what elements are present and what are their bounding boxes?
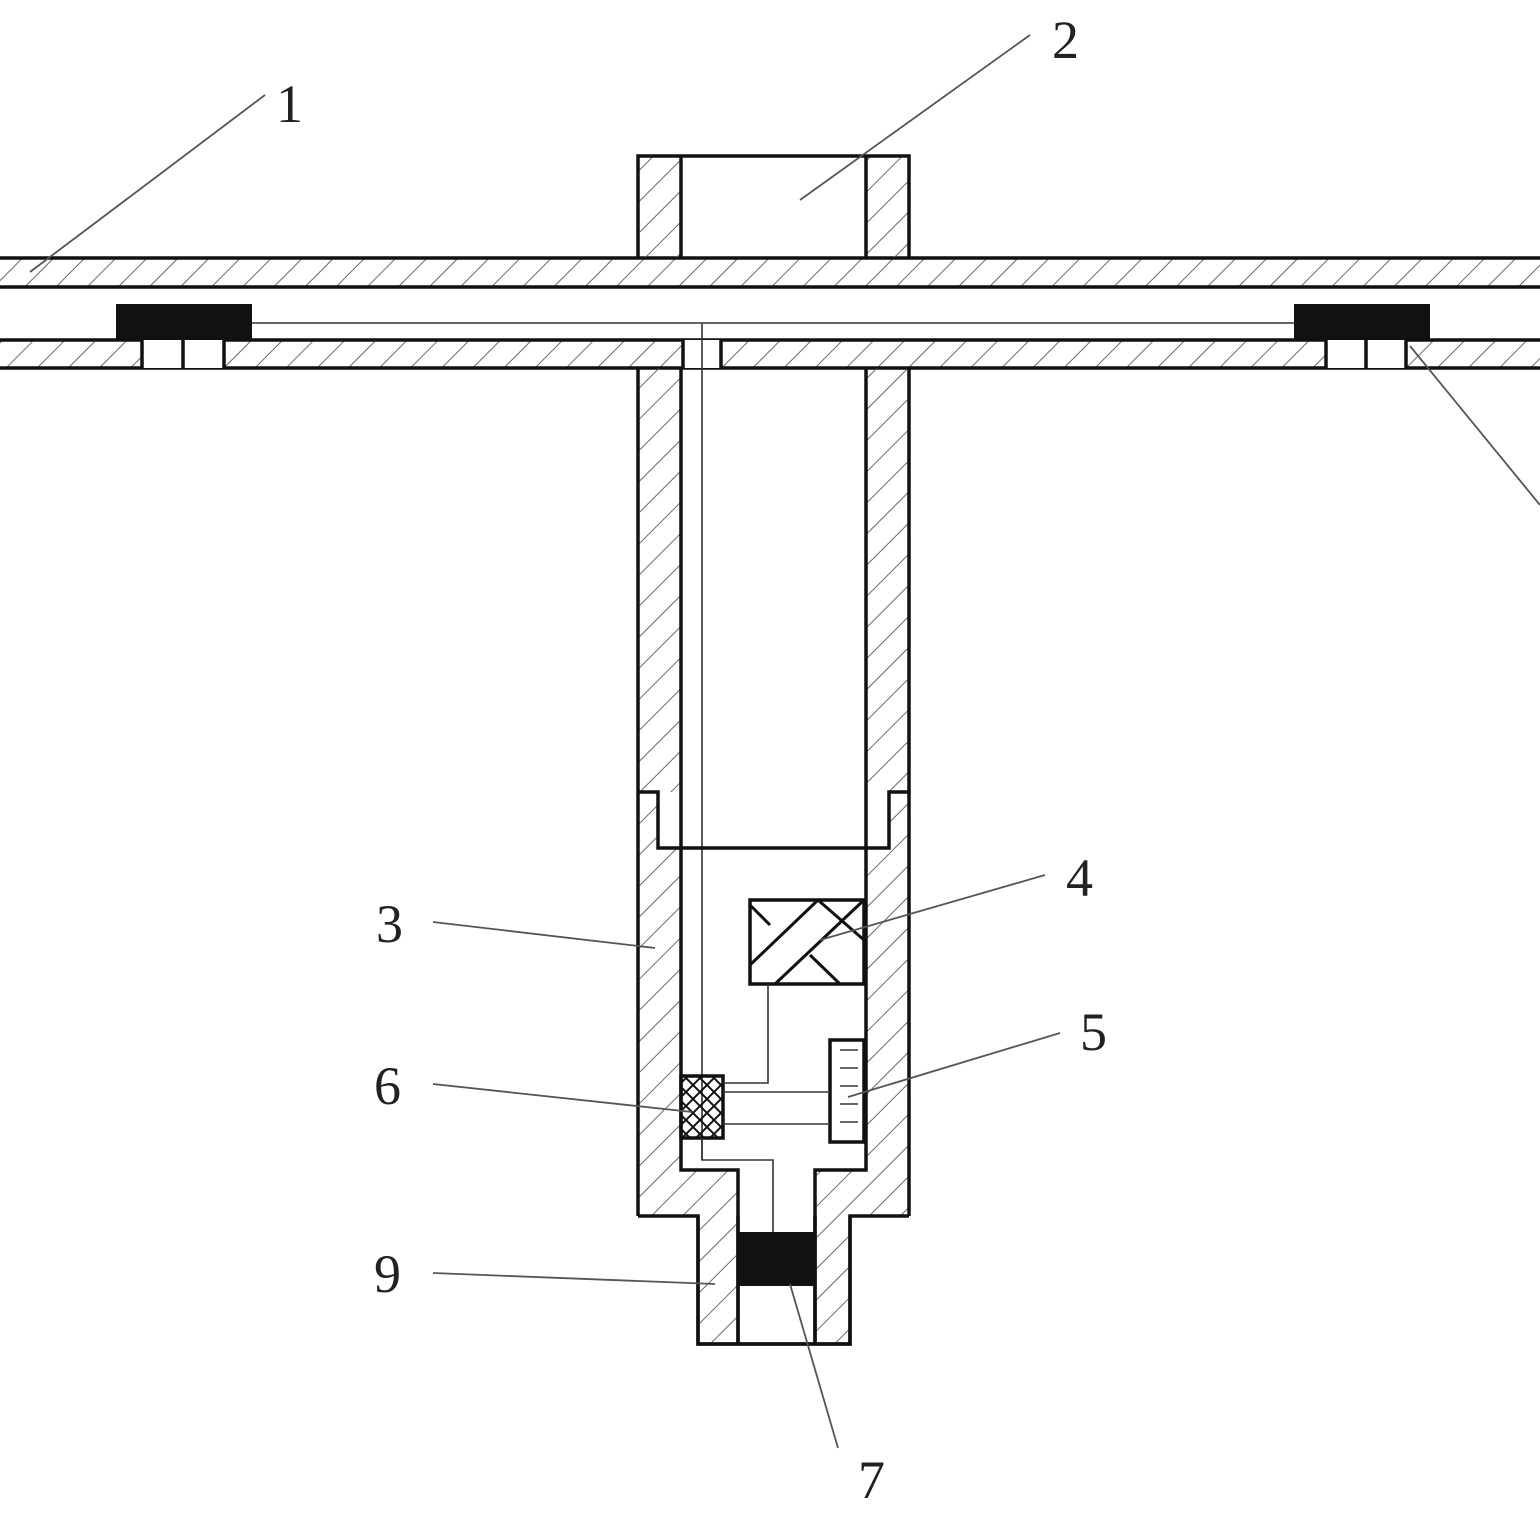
left-sensor-block <box>116 304 252 368</box>
leader-lines <box>29 34 1540 1449</box>
label-3: 3 <box>376 894 403 954</box>
leader-3 <box>432 921 656 949</box>
component-6 <box>679 1074 725 1140</box>
top-collar <box>636 154 911 258</box>
sensing-element-7 <box>738 1232 815 1286</box>
leader-7 <box>789 1283 839 1449</box>
label-4: 4 <box>1066 848 1093 908</box>
part-labels: 1 2 3 4 5 6 7 9 <box>276 10 1107 1510</box>
leader-2 <box>799 34 1031 201</box>
right-sensor-block <box>1294 304 1430 368</box>
label-1: 1 <box>276 74 303 134</box>
leader-4 <box>819 874 1046 941</box>
leader-5 <box>847 1032 1061 1098</box>
component-5 <box>828 1038 866 1144</box>
leader-1 <box>29 94 266 273</box>
wire-passage <box>681 323 723 1160</box>
label-2: 2 <box>1052 10 1079 70</box>
horizontal-pipe <box>0 256 1540 370</box>
pipe-upper-wall <box>0 258 1540 287</box>
label-6: 6 <box>374 1056 401 1116</box>
nozzle <box>696 1216 852 1346</box>
pipe-lower-wall <box>0 340 1540 368</box>
component-4 <box>748 898 866 986</box>
label-5: 5 <box>1080 1002 1107 1062</box>
leader-9 <box>432 1272 716 1285</box>
leader-6 <box>432 1083 693 1113</box>
probe-body <box>636 368 911 1346</box>
leader-right-edge <box>1409 345 1540 506</box>
label-7: 7 <box>858 1450 885 1510</box>
wiring <box>701 984 830 1232</box>
label-9: 9 <box>374 1244 401 1304</box>
